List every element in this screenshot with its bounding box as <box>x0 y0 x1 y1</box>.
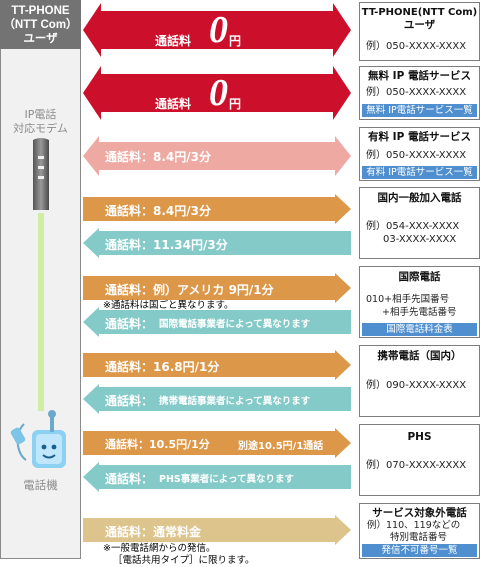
dest-title: 有料 IP 電話サービス <box>368 131 471 143</box>
left-arrow-shape <box>83 228 351 258</box>
dest-title: PHS <box>407 431 432 443</box>
dest-example-line2: 特別電話番号 <box>390 532 448 543</box>
blocked-numbers-link[interactable]: 発信不可番号一覧 <box>362 544 477 557</box>
dest-box-free-ip: 無料 IP 電話サービス 例）050-XXXX-XXXX 無料 IP電話サービス… <box>359 66 480 120</box>
arrow-label: 通話料 <box>155 34 192 48</box>
dest-example: 例）070-XXXX-XXXX <box>366 460 467 471</box>
intl-rate-table-link[interactable]: 国際電話料金表 <box>362 323 477 336</box>
dest-title: サービス対象外電話 <box>372 507 467 519</box>
double-arrow-shape <box>83 66 351 120</box>
paid-ip-list-link[interactable]: 有料 IP電話サービス一覧 <box>362 166 477 179</box>
intl-rate-note: ※通話料は国ごと異なります。 <box>103 300 234 311</box>
arrow-label: 通話料：通常料金 <box>105 525 202 539</box>
modem-icon <box>33 138 49 210</box>
arrow-label: 国際電話事業者によって異なります <box>159 319 311 330</box>
caller-header-line2: （NTT Com） <box>3 19 78 31</box>
arrow-label: 通話料：例）アメリカ 9円/1分 <box>105 283 274 297</box>
dest-example: 例）110、119などの <box>367 520 461 531</box>
special-note-line1: ※一般電話網からの発信。 <box>103 543 216 554</box>
arrow-label: 携帯電話事業者によって異なります <box>159 396 311 407</box>
arrow-prefix: 通話料： <box>105 472 154 486</box>
dest-box-mobile: 携帯電話（国内） 例）090-XXXX-XXXX <box>359 345 480 417</box>
arrow-label: 通話料 <box>155 97 192 111</box>
double-arrow-shape <box>83 3 351 57</box>
caller-header-line3: ユーザ <box>23 33 58 45</box>
dest-box-unsupported: サービス対象外電話 例）110、119などの 特別電話番号 発信不可番号一覧 <box>359 503 480 559</box>
dest-format-line1: 010+相手先国番号 <box>366 294 450 305</box>
caller-header: TT-PHONE （NTT Com） ユーザ <box>0 0 81 49</box>
arrow-prefix: 通話料： <box>105 394 154 408</box>
yen-unit: 円 <box>229 97 242 111</box>
left-arrow-shape <box>83 384 351 414</box>
arrow-label: 通話料：8.4円/3分 <box>105 204 211 218</box>
dest-box-ttphone: TT-PHONE(NTT Com) ユーザ 例）050-XXXX-XXXX <box>359 2 480 61</box>
dest-title-line2: ユーザ <box>403 19 436 31</box>
free-ip-list-link[interactable]: 無料 IP電話サービス一覧 <box>362 104 477 117</box>
dest-example-line2: 03-XXXX-XXXX <box>383 234 457 245</box>
right-arrow-shape <box>83 428 351 458</box>
arrow-prefix: 通話料： <box>105 317 154 331</box>
dest-example: 例）090-XXXX-XXXX <box>366 380 467 391</box>
zero-yen-value: 0 <box>209 9 228 51</box>
dest-box-domestic: 国内一般加入電話 例）054-XXX-XXXX 03-XXXX-XXXX <box>359 187 480 259</box>
special-note-line2: ［電話共用タイプ］に限ります。 <box>113 555 255 566</box>
modem-label-line1: IP電話 <box>24 108 57 121</box>
dest-box-paid-ip: 有料 IP 電話サービス 例）050-XXXX-XXXX 有料 IP電話サービス… <box>359 127 480 181</box>
right-arrow-shape <box>83 273 351 303</box>
dest-title: 国際電話 <box>398 271 441 283</box>
left-arrow-shape <box>83 462 351 492</box>
dest-title: 国内一般加入電話 <box>377 192 462 204</box>
arrow-label: 通話料：11.34円/3分 <box>105 238 228 252</box>
double-arrow-shape <box>83 136 351 176</box>
phone-label: 電話機 <box>23 478 58 492</box>
modem-cord <box>38 213 44 411</box>
phone-icon <box>10 410 66 468</box>
dest-title: TT-PHONE(NTT Com) <box>361 7 478 18</box>
dest-example: 例）050-XXXX-XXXX <box>366 87 467 98</box>
dest-example: 例）050-XXXX-XXXX <box>366 41 467 52</box>
dest-box-phs: PHS 例）070-XXXX-XXXX <box>359 424 480 496</box>
arrow-label: PHS事業者によって異なります <box>159 474 294 485</box>
arrow-label: 通話料：10.5円/1分 <box>105 438 210 451</box>
modem-label-line2: 対応モデム <box>13 122 68 135</box>
right-arrow-shape <box>83 194 351 224</box>
zero-yen-value: 0 <box>209 72 228 114</box>
dest-title: 無料 IP 電話サービス <box>368 70 471 82</box>
caller-header-line1: TT-PHONE <box>11 5 70 17</box>
right-arrow-shape <box>83 515 351 545</box>
dest-format-line2: +相手先電話番号 <box>382 307 457 318</box>
dest-box-international: 国際電話 010+相手先国番号 +相手先電話番号 国際電話料金表 <box>359 266 480 338</box>
arrow-extra-fee: 別途10.5円/1通話 <box>238 441 324 452</box>
dest-title: 携帯電話（国内） <box>377 350 462 362</box>
left-arrow-shape <box>83 307 351 337</box>
arrow-label: 通話料：16.8円/1分 <box>105 360 220 374</box>
right-arrow-shape <box>83 350 351 380</box>
dest-example: 例）050-XXXX-XXXX <box>366 150 467 161</box>
arrow-label: 通話料：8.4円/3分 <box>105 150 211 164</box>
yen-unit: 円 <box>229 34 242 48</box>
dest-example: 例）054-XXX-XXXX <box>366 221 460 232</box>
